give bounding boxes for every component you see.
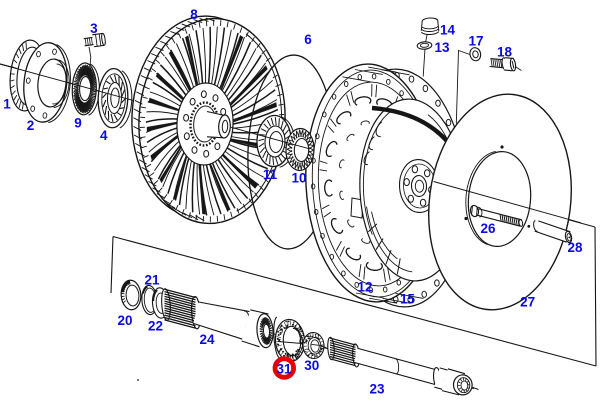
svg-text:1: 1 (3, 97, 11, 112)
svg-text:9: 9 (74, 115, 82, 130)
svg-text:4: 4 (100, 128, 108, 143)
svg-text:2: 2 (27, 118, 35, 133)
svg-text:3: 3 (90, 21, 98, 36)
svg-text:13: 13 (434, 40, 450, 55)
svg-text:6: 6 (304, 32, 312, 47)
svg-text:22: 22 (148, 319, 163, 334)
svg-text:11: 11 (263, 167, 278, 182)
svg-text:24: 24 (199, 332, 215, 347)
svg-text:12: 12 (357, 280, 372, 295)
svg-text:15: 15 (400, 292, 416, 307)
svg-text:23: 23 (369, 382, 385, 397)
svg-text:27: 27 (520, 294, 535, 309)
svg-text:30: 30 (304, 358, 319, 373)
svg-text:26: 26 (480, 221, 496, 236)
svg-text:14: 14 (440, 23, 456, 38)
svg-text:17: 17 (468, 34, 483, 49)
svg-text:18: 18 (497, 45, 513, 60)
svg-text:20: 20 (117, 313, 132, 328)
svg-text:8: 8 (190, 7, 198, 22)
svg-text:28: 28 (567, 240, 583, 255)
svg-text:31: 31 (276, 361, 292, 376)
svg-text:21: 21 (144, 273, 160, 288)
svg-text:10: 10 (291, 171, 306, 186)
